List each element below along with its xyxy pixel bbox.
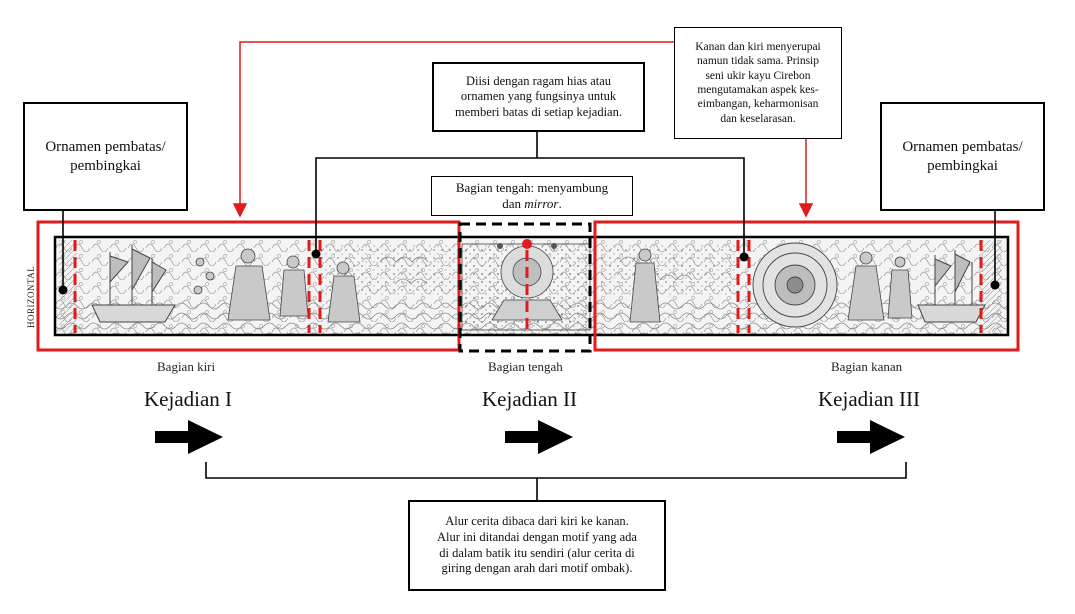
right-section-outline: [593, 220, 1020, 352]
right-arrow-icon: [837, 420, 905, 454]
story-flow-text: Alur cerita dibaca dari kiri ke kanan. A…: [437, 514, 637, 576]
middle-section-line-2: dan mirror.: [432, 196, 632, 212]
symmetry-connector: [232, 41, 814, 218]
batik-strip: [55, 237, 1008, 335]
event-2-label: Kejadian II: [482, 387, 578, 411]
filler-ornament-text: Diisi dengan ragam hias atau ornamen yan…: [455, 73, 622, 119]
middle-section-note: Bagian tengah: menyambung dan mirror.: [431, 176, 633, 216]
ship-icon: [91, 245, 176, 323]
middle-conj: dan: [502, 196, 525, 212]
part-right-label: Bagian kanan: [831, 359, 903, 374]
story-flow-note: Alur cerita dibaca dari kiri ke kanan. A…: [408, 500, 666, 591]
middle-dot: .: [558, 196, 562, 212]
connectors: [62, 130, 996, 500]
horizontal-label: HORIZONTAL: [26, 265, 36, 328]
filler-ornament-note: Diisi dengan ragam hias atau ornamen yan…: [432, 62, 645, 132]
symmetry-text: Kanan dan kiri menyerupai namun tidak sa…: [695, 40, 821, 125]
connector-dots: [58, 249, 1000, 295]
strip-frame: [53, 235, 1010, 337]
event-1-label: Kejadian I: [144, 387, 233, 411]
figure-icon: [193, 248, 361, 323]
medallion-icon: [752, 242, 838, 328]
part-middle-label: Bagian tengah: [488, 359, 563, 374]
symmetry-note: Kanan dan kiri menyerupai namun tidak sa…: [674, 27, 842, 139]
figure-icon: [629, 248, 913, 323]
part-left-label: Bagian kiri: [157, 359, 216, 374]
middle-section-line-1: Bagian tengah: menyambung: [455, 180, 609, 195]
event-3-label: Kejadian III: [818, 387, 921, 411]
ornament-frame-label-right: Ornamen pembatas/ pembingkai: [880, 102, 1045, 211]
right-arrow-icon: [505, 420, 573, 454]
middle-mirror-word: mirror: [524, 196, 559, 212]
right-arrow-icon: [155, 420, 223, 454]
ship-icon: [917, 250, 986, 323]
middle-section-outline: [458, 222, 592, 353]
ornament-frame-label-left: Ornamen pembatas/ pembingkai: [23, 102, 188, 211]
ornament-frame-text-right: Ornamen pembatas/ pembingkai: [902, 138, 1023, 174]
ornament-frame-text-left: Ornamen pembatas/ pembingkai: [45, 138, 166, 174]
divider-markers: [73, 240, 983, 333]
